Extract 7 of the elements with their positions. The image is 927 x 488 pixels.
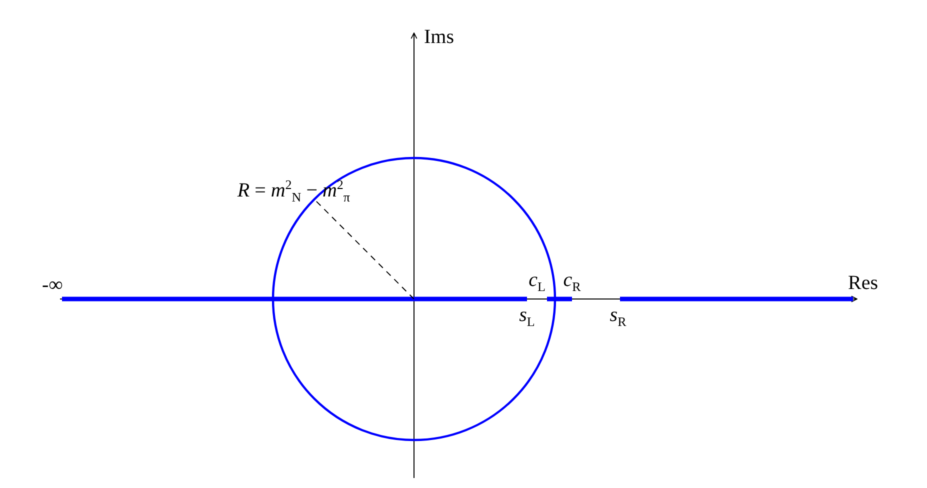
- point-label: s$_{L}$: [519, 305, 535, 328]
- axis-label: Res: [848, 273, 878, 293]
- infinity-label: -∞: [42, 275, 63, 295]
- point-label: c$_{R}$: [563, 270, 581, 293]
- point-label: c$_{L}$: [528, 270, 546, 293]
- axis-label: Ims: [424, 27, 454, 47]
- point-label: s$_{R}$: [610, 305, 626, 328]
